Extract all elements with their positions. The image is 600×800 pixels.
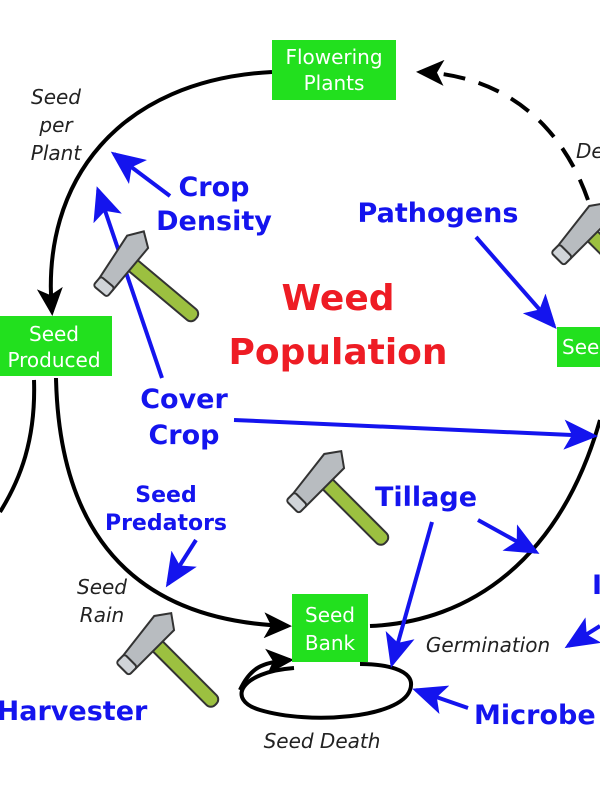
factor-label: Cover <box>140 384 228 415</box>
transition-label: Seed <box>77 575 127 599</box>
arrow-microbes <box>412 685 469 714</box>
arrow-tillage-right <box>477 518 540 554</box>
arc-death-dashed <box>416 59 590 201</box>
arc-flowering-to-seed-produced <box>36 70 273 316</box>
transition-label: Plant <box>31 141 83 165</box>
stage-label: Plants <box>304 71 365 95</box>
factor-label: Harvester <box>0 696 148 727</box>
hammer-icon <box>545 195 600 325</box>
arrow-cover-crop-right <box>233 418 598 450</box>
factor-label: Tillage <box>375 482 477 513</box>
arrow-crop-density <box>110 151 172 198</box>
factor-label: Crop <box>178 172 249 203</box>
seed-death-loop <box>239 662 414 720</box>
arrow-cover-crop-up <box>93 186 164 379</box>
factor-label: Density <box>156 206 272 237</box>
stage-label: Bank <box>305 631 356 655</box>
arc-seed-produced-to-seed-bank <box>54 377 292 639</box>
stage-label: Flowering <box>285 45 382 69</box>
stage-label: Seed <box>29 322 79 346</box>
stage-label: See <box>562 335 599 359</box>
title-line: Population <box>228 332 447 373</box>
factor-label: Pathogens <box>358 198 519 229</box>
stage-seed-bank: Seed Bank <box>292 594 368 662</box>
arc-dispersal-left <box>0 379 37 514</box>
transition-label: per <box>38 113 74 137</box>
stage-label: Produced <box>7 348 100 372</box>
factor-label: Microbe <box>474 700 596 731</box>
arrow-into-seed-bank <box>238 648 294 691</box>
stage-seed-produced: Seed Produced <box>0 316 112 376</box>
arrow-tillage-down <box>385 521 434 668</box>
transition-label: Seed Death <box>264 729 381 753</box>
factor-label: I <box>592 570 600 601</box>
stage-label: Seed <box>305 603 355 627</box>
transition-label: Rain <box>80 603 124 627</box>
transition-label: Seed <box>31 85 81 109</box>
factor-label: Seed <box>135 483 196 508</box>
factor-label: Predators <box>105 511 227 536</box>
arrow-right-to-germination <box>564 617 600 649</box>
arrow-seed-predators <box>165 538 198 588</box>
stage-seedling-partial: See <box>557 327 600 367</box>
arc-seed-bank-to-right <box>369 419 600 628</box>
transition-label: Germination <box>426 633 550 657</box>
factor-label: Crop <box>148 420 219 451</box>
transition-label: De <box>576 139 600 163</box>
title-line: Weed <box>281 278 394 319</box>
arrow-pathogens <box>474 235 557 330</box>
stage-flowering-plants: Flowering Plants <box>272 40 396 100</box>
